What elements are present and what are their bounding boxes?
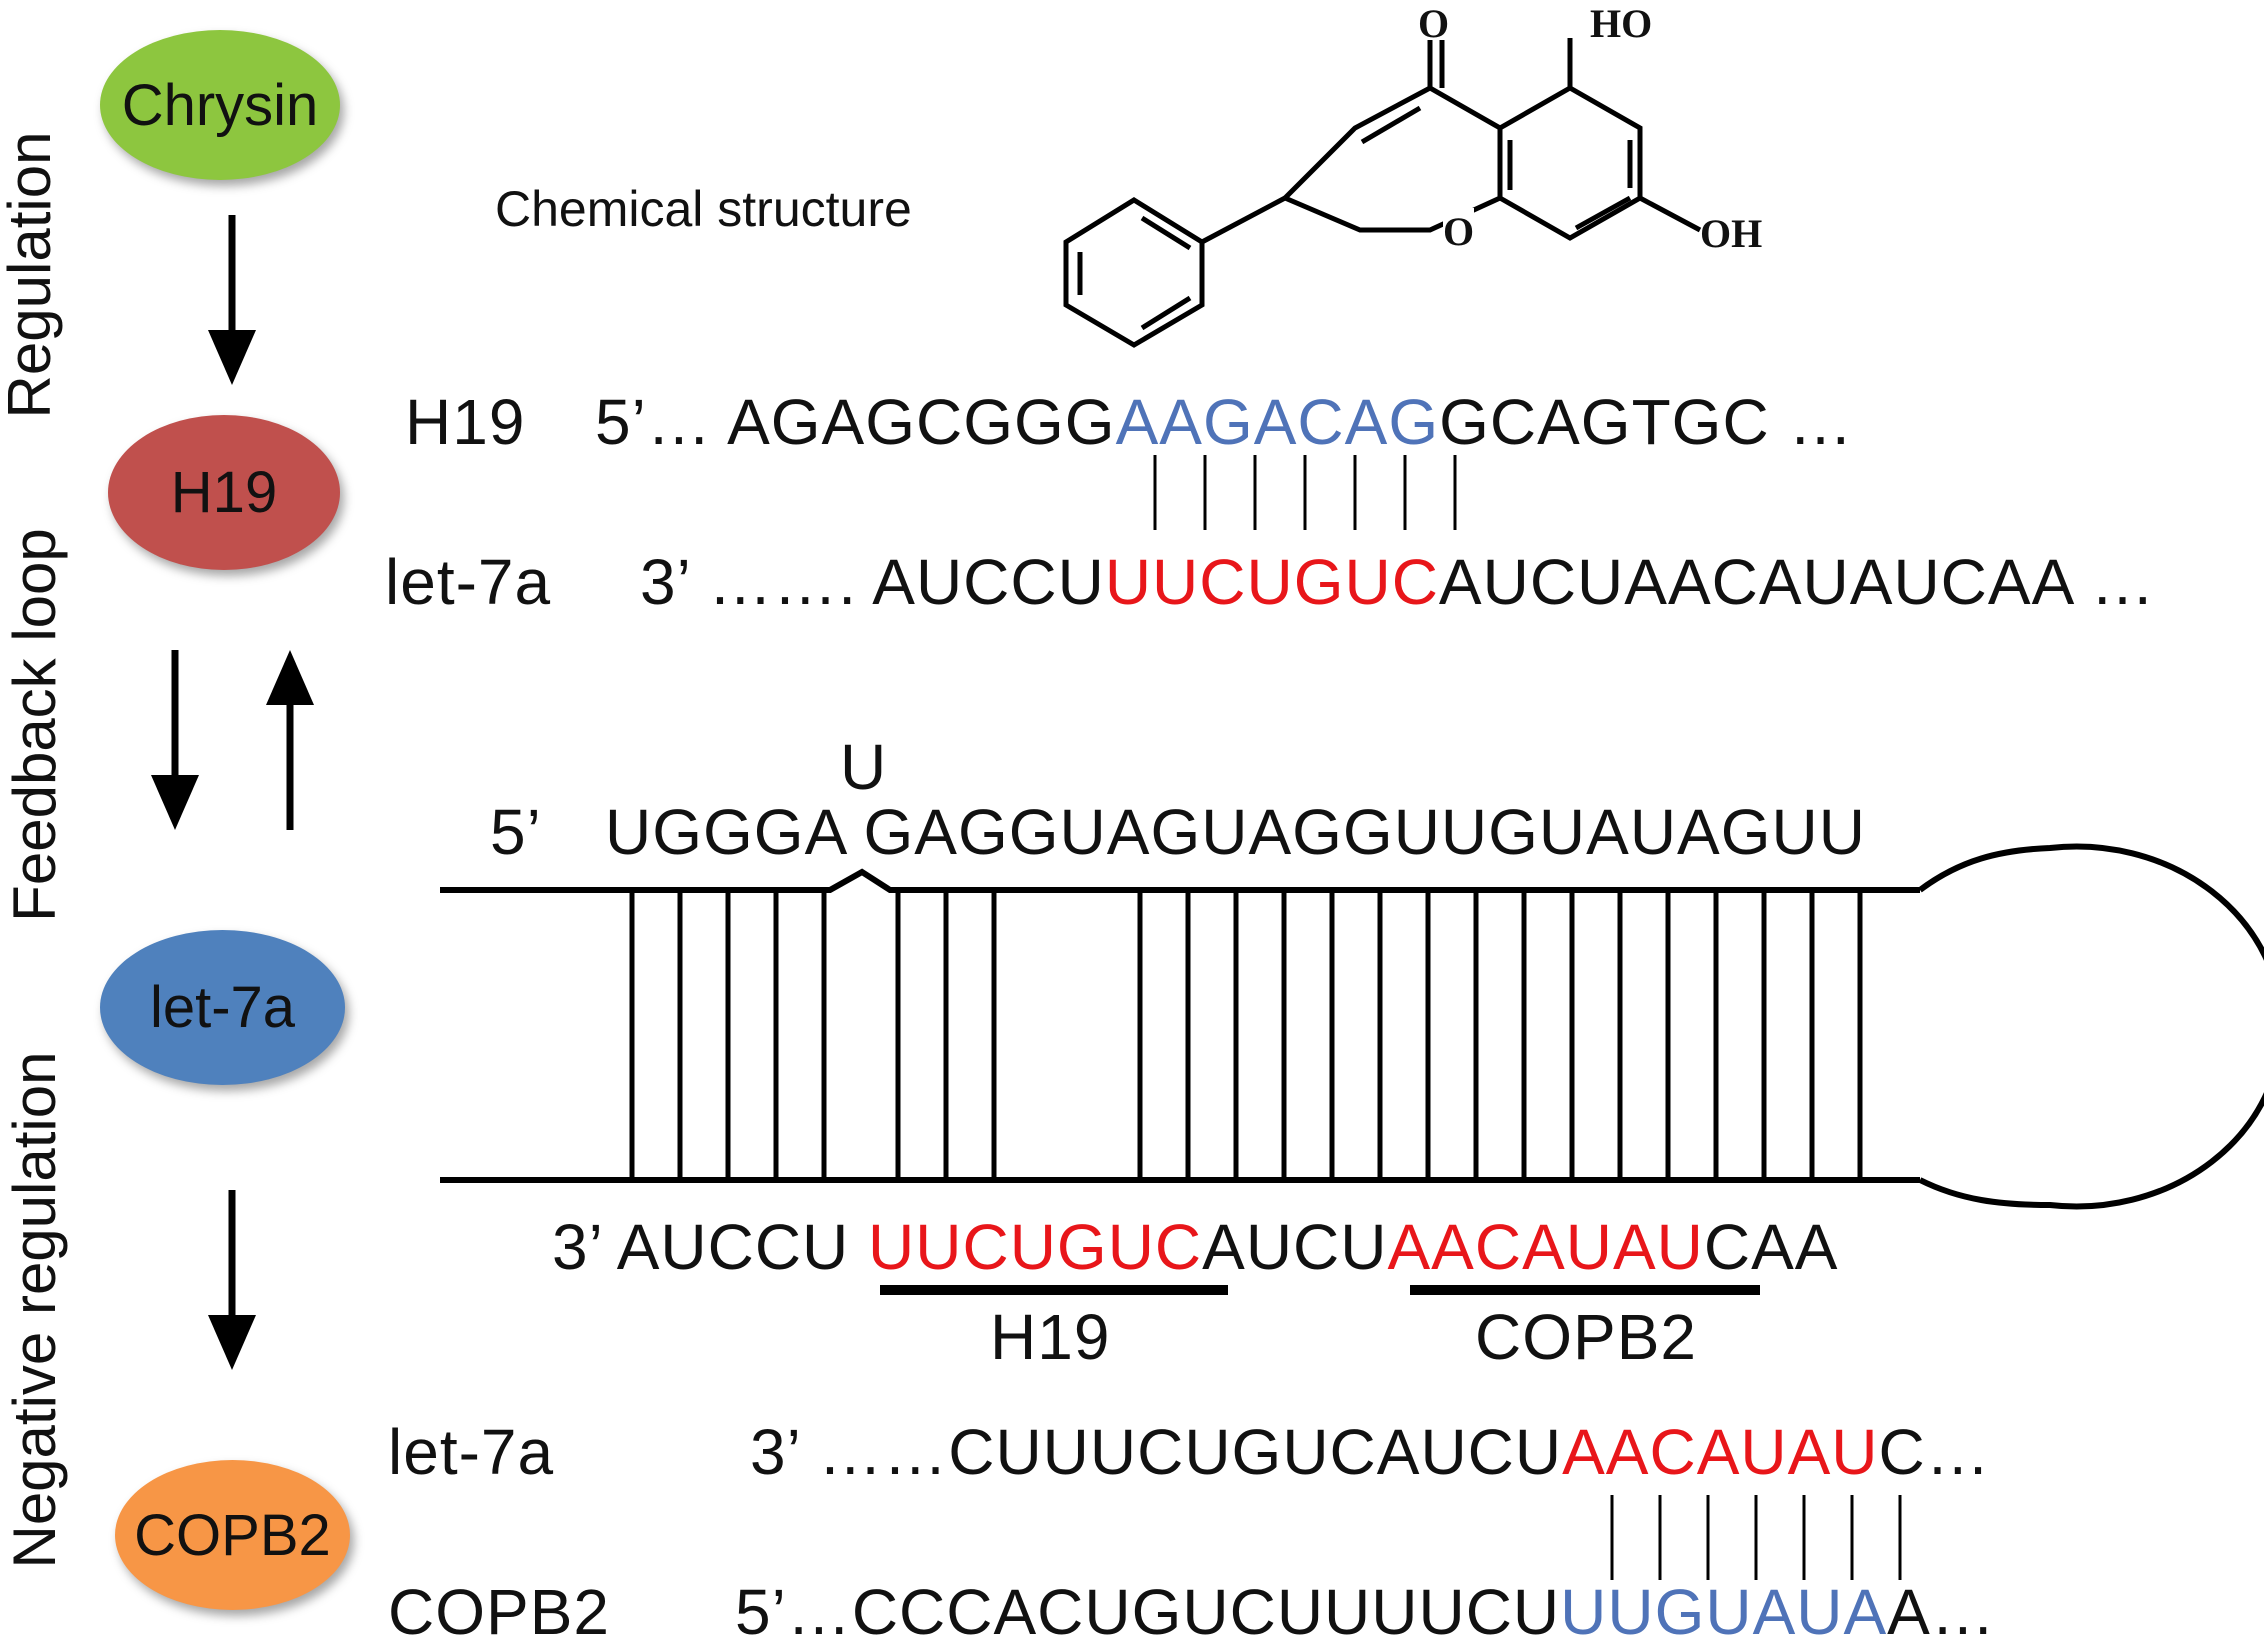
underline-label-copb2: COPB2 — [1475, 1301, 1697, 1373]
chem-oh-right: OH — [1700, 211, 1763, 256]
h19-sequence: 5’… AGAGCGGGAAGACAGGCAGTGC … — [595, 385, 1853, 459]
h19-seq-suffix: GCAGTGC … — [1439, 386, 1854, 458]
h19-label: H19 — [170, 460, 278, 525]
let7a-copb2-pairing — [1610, 1495, 1902, 1580]
hairpin-bottom-prefix: 3’ AUCCU — [552, 1211, 869, 1283]
h19-node: H19 — [108, 415, 340, 570]
copb2-binding-site: UUGUAUA — [1560, 1576, 1888, 1648]
chem-o-ring: O — [1443, 208, 1475, 255]
h19-seq-label: H19 — [405, 386, 526, 458]
copb2-seq-suffix: A… — [1887, 1576, 1996, 1648]
hairpin-bottom-suffix: CAA — [1703, 1211, 1839, 1283]
h19-seq-prefix: 5’… AGAGCGGG — [595, 386, 1116, 458]
arrow-let7a-h19 — [266, 650, 314, 830]
let7a-seq1-suffix: AUCUAACAUAUCAA … — [1438, 546, 2156, 618]
underline-label-h19: H19 — [990, 1301, 1111, 1373]
arrow-chrysin-h19 — [208, 215, 256, 385]
chrysin-label: Chrysin — [121, 72, 319, 138]
hairpin-top-sequence: UGGGA GAGGUAGUAGGUUGUAUAGUU — [605, 796, 1866, 868]
h19-let7a-pairing — [1153, 455, 1457, 530]
hairpin-copb2-site: AACAUAU — [1387, 1211, 1704, 1283]
let7a-label: let-7a — [149, 975, 296, 1040]
let7a-node: let-7a — [100, 930, 345, 1085]
let7a-seq-label-2: let-7a — [388, 1416, 555, 1488]
chrysin-structure — [1063, 38, 1702, 348]
copb2-label: COPB2 — [134, 1502, 331, 1568]
chemical-structure-title: Chemical structure — [495, 181, 912, 237]
let7a-sequence-2: 3’ ……CUUUCUGUCAUCUAACAUAUC… — [750, 1415, 1991, 1489]
arrow-h19-let7a — [151, 650, 199, 830]
let7a-seq2-suffix: C… — [1878, 1416, 1991, 1488]
hairpin-base-pairs — [629, 890, 1863, 1180]
h19-binding-site: AAGACAG — [1115, 386, 1440, 458]
let7a-hairpin — [440, 843, 2264, 1210]
let7a-copb2-site: AACAUAU — [1562, 1416, 1879, 1488]
let7a-sequence-1: 3’ ……. AUCCUUUCUGUCAUCUAACAUAUCAA … — [640, 545, 2156, 619]
let7a-seq2-prefix: 3’ ……CUUUCUGUCAUCU — [750, 1416, 1563, 1488]
hairpin-bottom-sequence: 3’ AUCCU UUCUGUCAUCUAACAUAUCAA — [552, 1210, 1838, 1284]
let7a-h19-site: UUCUGUC — [1104, 546, 1439, 618]
arrow-let7a-copb2 — [208, 1190, 256, 1370]
copb2-seq-prefix: 5’…CCCACUGUCUUUUCU — [735, 1576, 1561, 1648]
copb2-seq-label: COPB2 — [388, 1576, 610, 1648]
chem-ho-top: HO — [1590, 1, 1653, 46]
let7a-seq-label-1: let-7a — [385, 546, 552, 618]
hairpin-bottom-mid: AUCU — [1202, 1211, 1388, 1283]
chem-o-top: O — [1418, 1, 1450, 46]
copb2-sequence: 5’…CCCACUGUCUUUUCUUUGUAUAA… — [735, 1575, 1996, 1649]
copb2-node: COPB2 — [115, 1460, 350, 1610]
hairpin-bulge-u: U — [840, 731, 888, 803]
hairpin-5prime: 5’ — [490, 796, 542, 868]
let7a-seq1-prefix: 3’ ……. AUCCU — [640, 546, 1105, 618]
hairpin-h19-site: UUCUGUC — [868, 1211, 1203, 1283]
chrysin-node: Chrysin — [100, 30, 340, 180]
